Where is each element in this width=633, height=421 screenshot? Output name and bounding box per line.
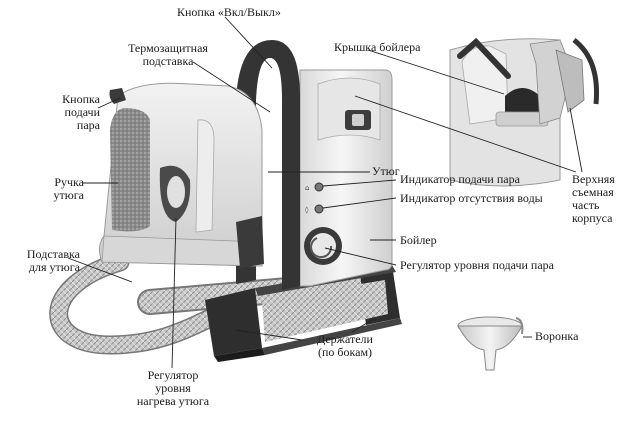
funnel-icon bbox=[457, 316, 524, 371]
label-upper-cover: Верхняя съемная часть корпуса bbox=[572, 172, 615, 225]
label-boiler-cap: Крышка бойлера bbox=[334, 40, 421, 54]
label-heat-regulator: Регулятор уровня нагрева утюга bbox=[136, 368, 210, 408]
label-boiler: Бойлер bbox=[400, 233, 437, 247]
iron bbox=[98, 82, 264, 268]
boiler-cap-inset bbox=[449, 37, 600, 187]
label-steam-indicator: Индикатор подачи пара bbox=[400, 172, 520, 186]
label-holders: Держатели (по бокам) bbox=[317, 332, 373, 359]
label-steam-button: Кнопка подачи пара bbox=[62, 92, 100, 132]
label-funnel: Воронка bbox=[535, 329, 579, 343]
label-iron-handle: Ручка утюга bbox=[53, 175, 84, 202]
label-power-button: Кнопка «Вкл/Выкл» bbox=[177, 5, 281, 19]
steam-regulator-knob bbox=[304, 227, 342, 265]
label-steam-regulator: Регулятор уровня подачи пара bbox=[400, 258, 554, 272]
svg-text:◊: ◊ bbox=[305, 206, 309, 214]
leader-lines bbox=[67, 16, 583, 369]
label-no-water-indicator: Индикатор отсутствия воды bbox=[400, 191, 543, 205]
label-iron-stand: Подставка для утюга bbox=[26, 247, 80, 274]
label-iron: Утюг bbox=[372, 164, 400, 178]
svg-text:⌂: ⌂ bbox=[305, 184, 309, 192]
label-thermo-stand: Термозащитная подставка bbox=[128, 41, 208, 68]
